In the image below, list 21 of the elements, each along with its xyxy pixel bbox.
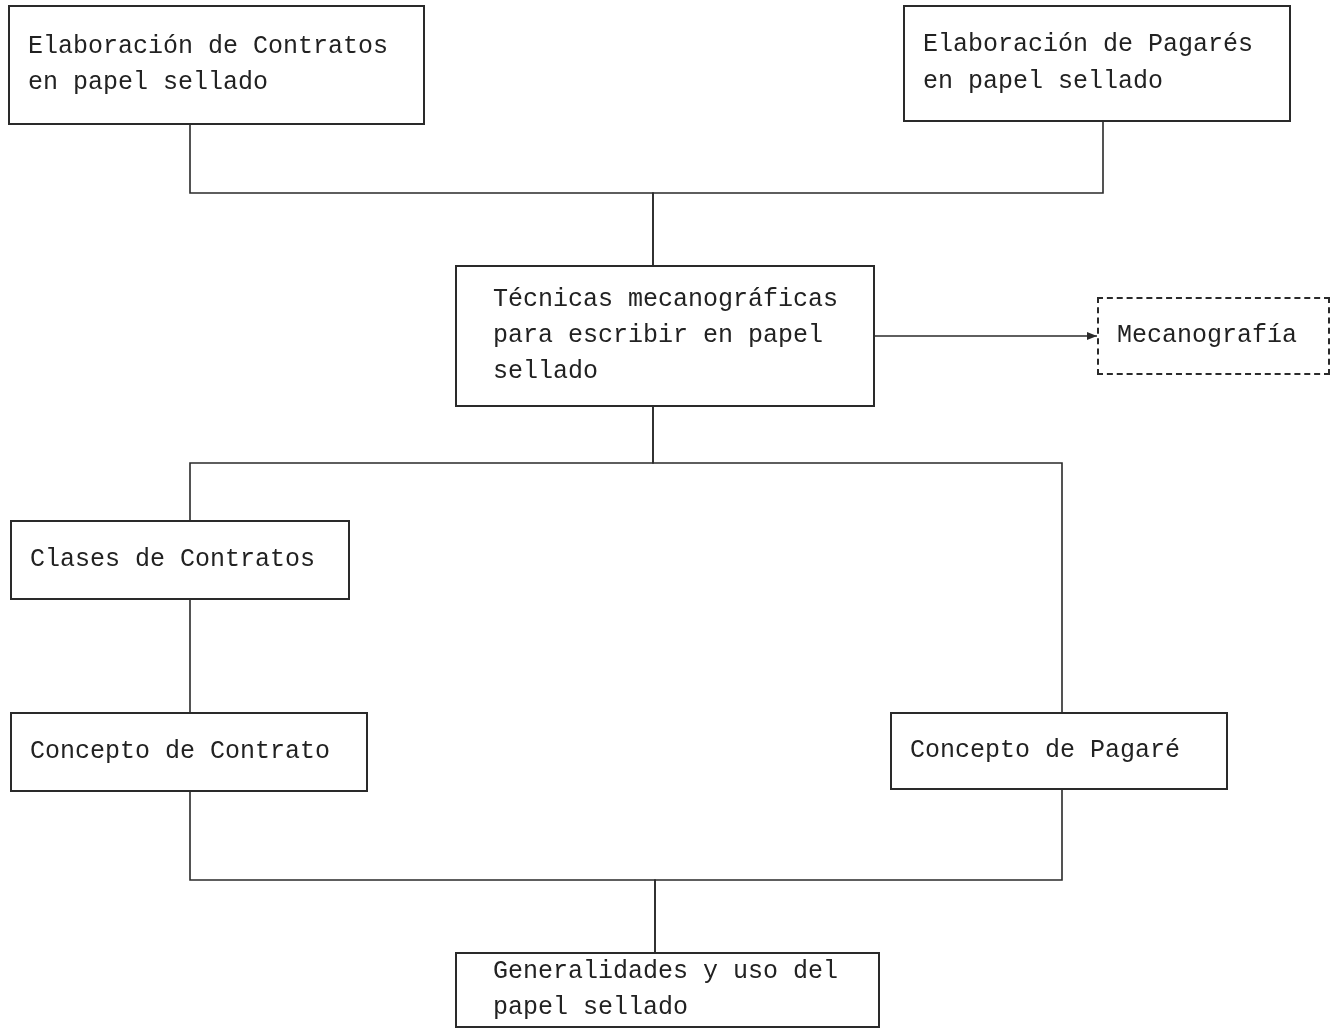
process-box xyxy=(890,712,1228,790)
box-label: Concepto de Pagaré xyxy=(910,734,1182,767)
process-box xyxy=(10,712,368,792)
box-label: Mecanografía xyxy=(1117,319,1299,352)
connector-line xyxy=(874,332,1098,340)
box-label: Clases de Contratos xyxy=(30,543,317,576)
box-label: Elaboración de Pagarés en papel sellado xyxy=(923,29,1255,98)
process-box xyxy=(8,5,425,125)
box-label: Técnicas mecanográficas para escribir en papel sellado xyxy=(493,283,840,389)
dashed-box xyxy=(1097,297,1330,375)
process-box xyxy=(455,265,875,407)
box-label: Generalidades y uso del papel sellado xyxy=(493,955,840,1024)
box-label: Concepto de Contrato xyxy=(30,735,332,768)
process-box xyxy=(455,952,880,1028)
process-box xyxy=(903,5,1291,122)
connector-line xyxy=(654,789,1063,953)
connector-line xyxy=(652,406,1063,713)
process-box xyxy=(10,520,350,600)
connector-line xyxy=(652,121,1104,266)
connector-line xyxy=(189,599,191,713)
box-label: Elaboración de Contratos en papel sellado xyxy=(28,30,390,99)
